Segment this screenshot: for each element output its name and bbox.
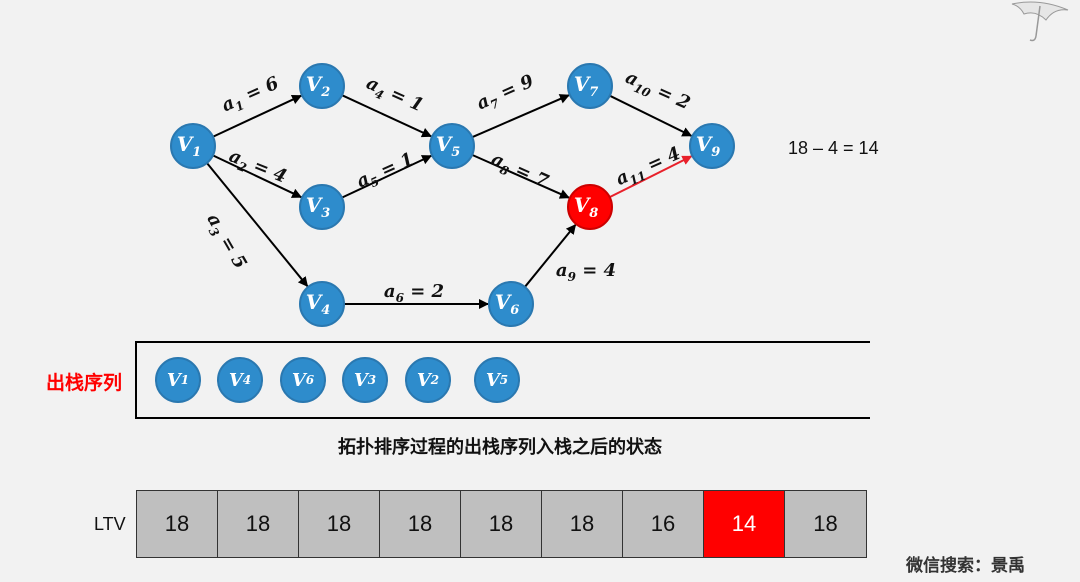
node-circle bbox=[299, 63, 345, 109]
ltv-formula: 18 – 4 = 14 bbox=[788, 138, 879, 158]
edge-label-a9: a9 = 4 bbox=[556, 260, 616, 284]
edge-v8-v9 bbox=[609, 155, 693, 199]
node-v2: V2 bbox=[299, 63, 345, 109]
ltv-cell: 18 bbox=[380, 491, 461, 557]
ltv-cell: 18 bbox=[542, 491, 623, 557]
edge-label-a1: a1 = 6 bbox=[218, 72, 283, 119]
node-v9: V9 bbox=[689, 123, 735, 169]
edge-label-a10: a10 = 2 bbox=[621, 67, 693, 117]
ltv-cell: 14 bbox=[704, 491, 785, 557]
node-v5: V5 bbox=[429, 123, 475, 169]
node-circle bbox=[689, 123, 735, 169]
edge-v5-v7 bbox=[471, 94, 570, 139]
stack-caption: 拓扑排序过程的出栈序列入栈之后的状态 bbox=[338, 437, 662, 458]
edge-label-a6: a6 = 2 bbox=[384, 281, 444, 305]
ltv-cell: 18 bbox=[137, 491, 218, 557]
edge-v1-v4 bbox=[206, 162, 309, 287]
node-label: V7 bbox=[574, 72, 599, 100]
node-label: V1 bbox=[177, 132, 202, 160]
stack-container bbox=[135, 341, 870, 419]
node-v4: V4 bbox=[299, 281, 345, 327]
edges-layer bbox=[206, 94, 693, 309]
edge-v5-v8 bbox=[471, 153, 570, 199]
node-circle bbox=[170, 123, 216, 169]
node-label: V4 bbox=[306, 290, 331, 318]
node-label: V6 bbox=[495, 290, 520, 318]
node-v6: V6 bbox=[488, 281, 534, 327]
edge-label-a3: a3 = 5 bbox=[200, 210, 251, 274]
node-circle bbox=[567, 184, 613, 230]
node-v8: V8 bbox=[567, 184, 613, 230]
edge-label-a11: a11 = 4 bbox=[613, 143, 685, 193]
node-v7: V7 bbox=[567, 63, 613, 109]
ltv-cell: 18 bbox=[299, 491, 380, 557]
ltv-label: LTV bbox=[94, 514, 126, 534]
node-circle bbox=[429, 123, 475, 169]
ltv-cell: 16 bbox=[623, 491, 704, 557]
node-circle bbox=[299, 184, 345, 230]
stack-title: 出栈序列 bbox=[46, 372, 123, 394]
node-label: V9 bbox=[696, 132, 721, 160]
node-v1: V1 bbox=[170, 123, 216, 169]
edge-label-a5: a5 = 1 bbox=[353, 149, 418, 195]
edge-labels-layer: a1 = 6 a2 = 4 a3 = 5 a4 = 1 a5 = 1 a6 = 2 a7 =… bbox=[200, 67, 693, 305]
ltv-cell: 18 bbox=[461, 491, 542, 557]
edge-v3-v5 bbox=[341, 154, 433, 199]
edge-label-a4: a4 = 1 bbox=[362, 73, 427, 119]
edge-v1-v3 bbox=[212, 154, 303, 199]
edge-label-a2: a2 = 4 bbox=[225, 145, 290, 190]
edge-v1-v2 bbox=[212, 94, 303, 138]
node-circle bbox=[299, 281, 345, 327]
node-label: V3 bbox=[306, 193, 331, 221]
edge-v7-v9 bbox=[609, 94, 693, 137]
edge-label-a8: a8 = 7 bbox=[487, 149, 552, 196]
edge-v6-v8 bbox=[524, 224, 577, 288]
edge-label-a7: a7 = 9 bbox=[473, 70, 538, 117]
node-circle bbox=[488, 281, 534, 327]
aoe-graph: a1 = 6 a2 = 4 a3 = 5 a4 = 1 a5 = 1 a6 = 2 a7 =… bbox=[170, 63, 735, 327]
node-label: V5 bbox=[436, 132, 461, 160]
ltv-cell: 18 bbox=[218, 491, 299, 557]
node-circle bbox=[567, 63, 613, 109]
ltv-cell: 18 bbox=[785, 491, 866, 557]
node-v3: V3 bbox=[299, 184, 345, 230]
umbrella-icon bbox=[1011, 1, 1069, 42]
edge-v2-v5 bbox=[341, 94, 433, 138]
node-label: V2 bbox=[306, 72, 331, 100]
watermark: 微信搜索：景禹 bbox=[906, 556, 1025, 576]
node-label: V8 bbox=[574, 193, 599, 221]
